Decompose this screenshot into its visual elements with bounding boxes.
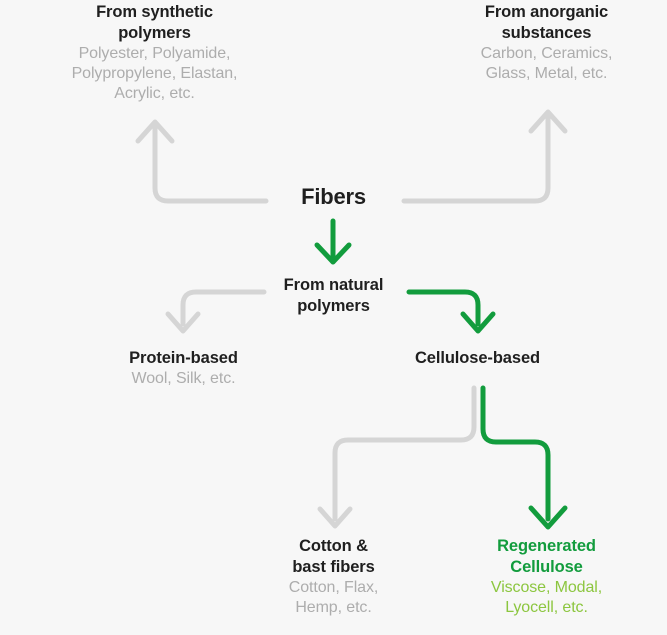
node-title-line: Fibers bbox=[301, 184, 366, 209]
edge-fibers-to-natural bbox=[314, 218, 352, 265]
node-title-line: From synthetic bbox=[96, 3, 213, 21]
node-sub-line: Polypropylene, Elastan, bbox=[71, 64, 238, 82]
node-title-line: Protein-based bbox=[129, 349, 238, 367]
node-sub-line: Cotton, Flax, bbox=[288, 578, 379, 596]
node-cotton-and-bast-fibers: Cotton & bast fibers Cotton, Flax, Hemp,… bbox=[233, 536, 434, 618]
node-sub-line: Wool, Silk, etc. bbox=[131, 369, 236, 387]
node-title-line: Cellulose-based bbox=[414, 349, 541, 367]
node-title-line: Cotton & bbox=[299, 537, 368, 555]
node-sub-line: Acrylic, etc. bbox=[114, 84, 195, 102]
node-fibers-root: Fibers bbox=[233, 183, 434, 211]
node-sub-line: Carbon, Ceramics, bbox=[480, 44, 613, 62]
node-title-line: bast fibers bbox=[292, 557, 375, 576]
node-title-line: From natural bbox=[283, 276, 384, 294]
node-cellulose-based: Cellulose-based bbox=[377, 348, 578, 369]
node-sub-line: Hemp, etc. bbox=[295, 598, 372, 616]
node-sub-line: Glass, Metal, etc. bbox=[485, 64, 608, 82]
node-sub-line: Polyester, Polyamide, bbox=[78, 44, 231, 62]
node-title-line: polymers bbox=[297, 296, 370, 315]
node-title-line: polymers bbox=[118, 23, 191, 42]
node-regenerated-cellulose: Regenerated Cellulose Viscose, Modal, Ly… bbox=[446, 536, 647, 618]
node-from-synthetic-polymers: From synthetic polymers Polyester, Polya… bbox=[29, 2, 280, 104]
node-title-line: Regenerated bbox=[497, 537, 596, 555]
node-title-line: From anorganic bbox=[484, 3, 609, 21]
edge-cellulose-to-cotton bbox=[317, 385, 477, 529]
node-from-anorganic-substances: From anorganic substances Carbon, Cerami… bbox=[421, 2, 667, 84]
node-from-natural-polymers: From natural polymers bbox=[233, 275, 434, 317]
node-sub-line: Viscose, Modal, bbox=[490, 578, 603, 596]
node-title-line: substances bbox=[501, 23, 592, 42]
node-sub-line: Lyocell, etc. bbox=[505, 598, 588, 616]
node-title-line: Cellulose bbox=[510, 557, 583, 576]
edge-cellulose-to-regenerated bbox=[480, 385, 568, 530]
node-protein-based: Protein-based Wool, Silk, etc. bbox=[83, 348, 284, 389]
